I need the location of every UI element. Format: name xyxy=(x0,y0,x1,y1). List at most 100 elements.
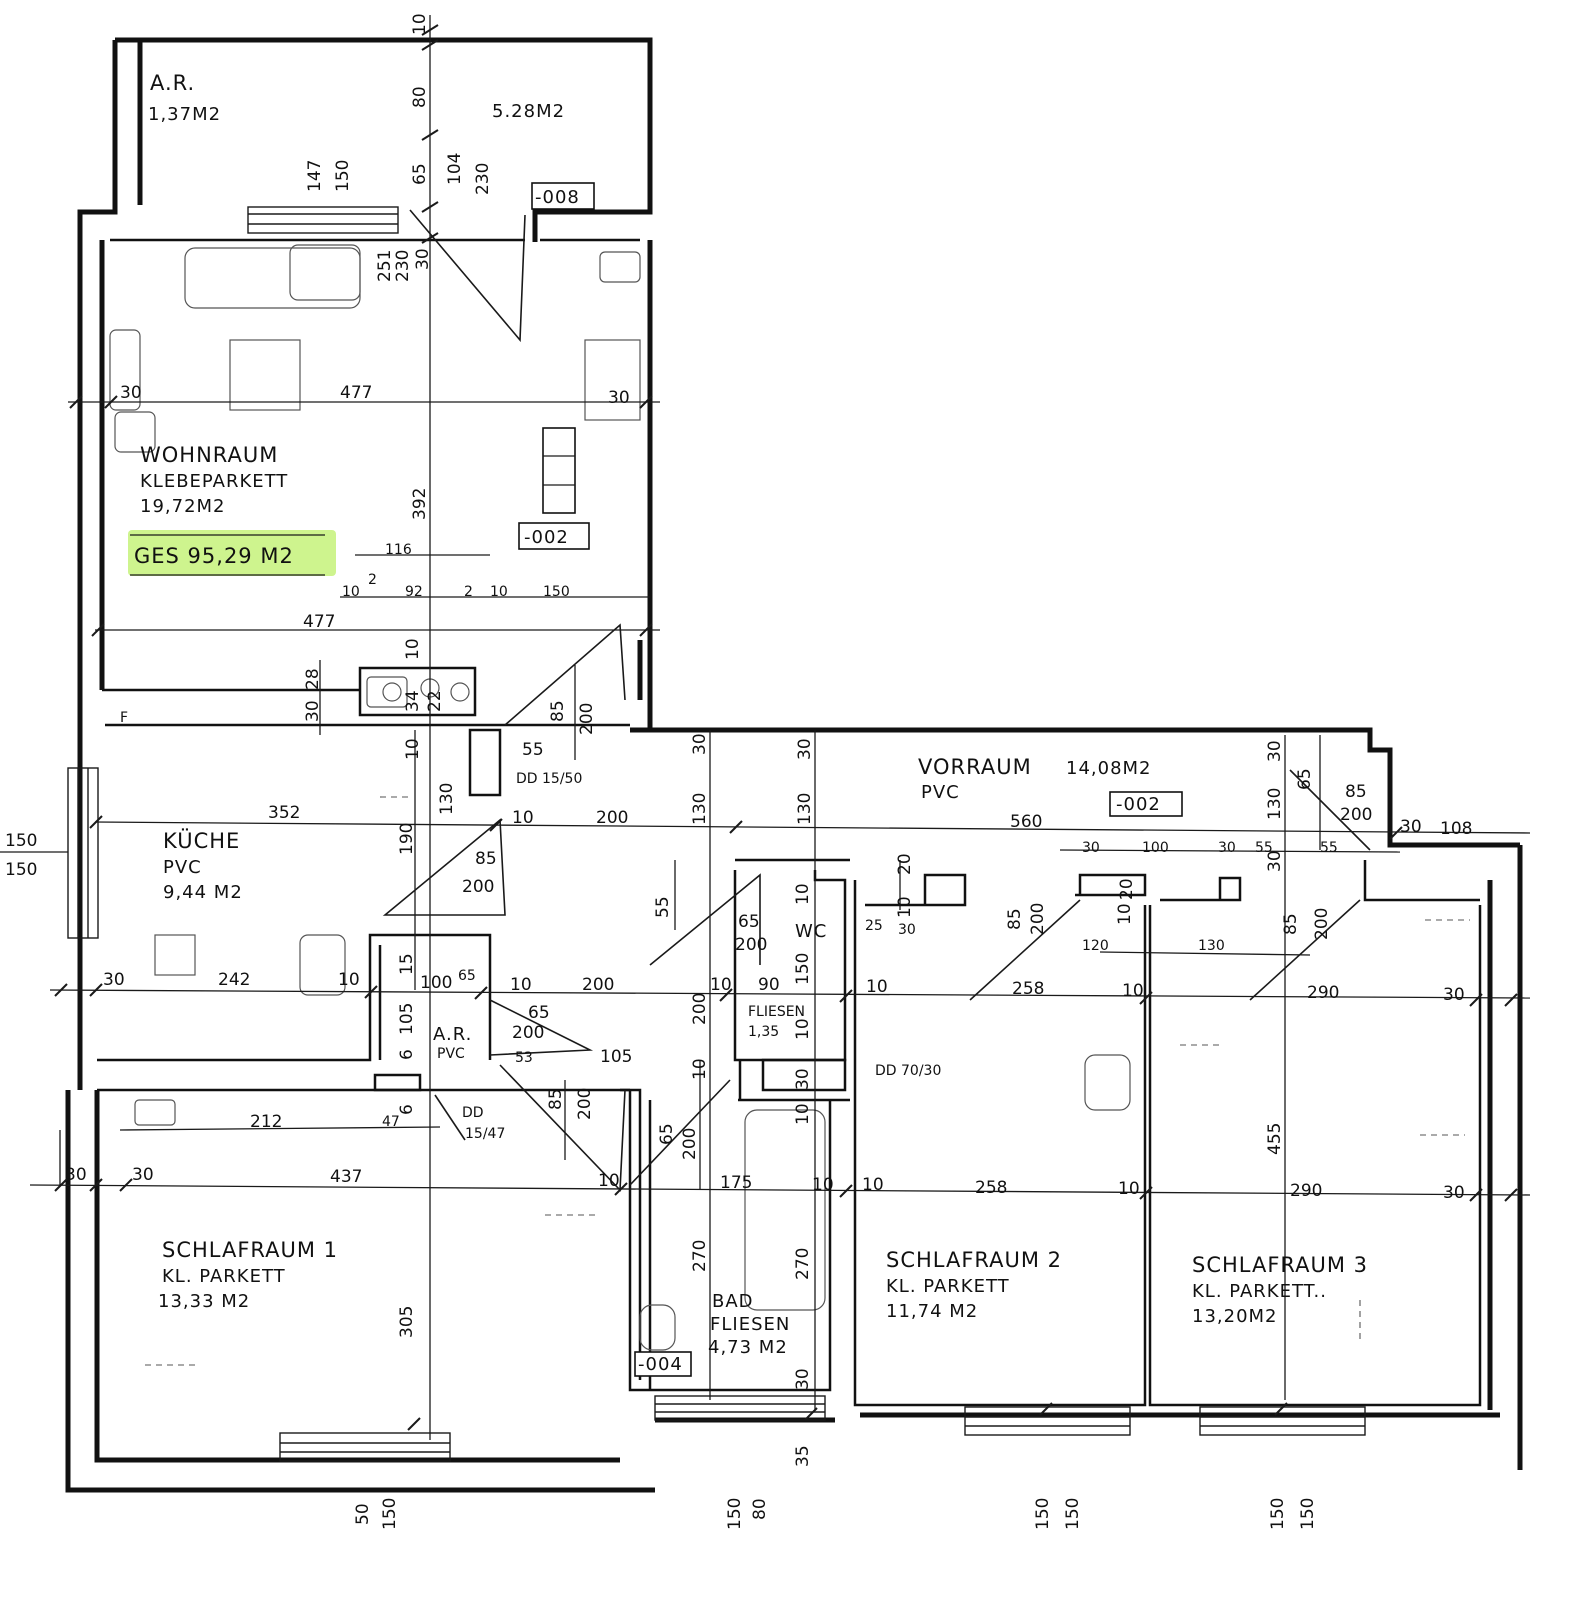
dimension-label: 270 xyxy=(690,1240,710,1272)
dimension-label: 150 xyxy=(333,160,353,192)
dimension-label: 30 xyxy=(898,922,916,938)
dimension-label: 30 xyxy=(1400,817,1422,837)
dimension-label: 34 xyxy=(403,690,423,712)
dimension-label: 2 xyxy=(464,584,473,600)
dimension-label: 55 xyxy=(653,896,673,918)
dimension-label: 100 xyxy=(420,973,452,993)
dimension-label: 20 xyxy=(895,853,915,875)
schlaf3-name: SCHLAFRAUM 3 xyxy=(1192,1253,1368,1277)
dimension-label: 120 xyxy=(1082,938,1109,954)
dimension-lines xyxy=(0,15,1531,1440)
dimension-label: 10 xyxy=(338,970,360,990)
dashed-elements xyxy=(145,796,1470,1366)
tag-002-a: -002 xyxy=(524,527,569,548)
dimension-label: 22 xyxy=(425,690,445,712)
ar-mid-floor: PVC xyxy=(437,1046,465,1062)
dimension-label: 30 xyxy=(1443,1183,1465,1203)
dimension-label: 352 xyxy=(268,803,300,823)
dimension-label: 251 xyxy=(375,250,395,282)
dimension-label: 30 xyxy=(120,383,142,403)
schlaf2-area: 11,74 M2 xyxy=(886,1301,978,1322)
dimension-label: 10 xyxy=(342,584,360,600)
dimension-label: 10 xyxy=(1115,903,1135,925)
dimension-label: 47 xyxy=(382,1114,400,1130)
dimension-label: 92 xyxy=(405,584,423,600)
wohnraum-floor: KLEBEPARKETT xyxy=(140,471,288,492)
dimension-label: 10 xyxy=(793,883,813,905)
dimension-label: 53 xyxy=(515,1050,533,1066)
dimension-label: 85 xyxy=(546,1088,566,1110)
dimension-label: 150 xyxy=(5,831,37,851)
wc-area: 1,35 xyxy=(748,1024,779,1040)
dimension-label: 30 xyxy=(1082,840,1100,856)
dimension-label: 2 xyxy=(368,572,377,588)
tag-004-box xyxy=(634,1351,692,1377)
doors xyxy=(382,209,1371,1192)
dimension-label: 10 xyxy=(862,1175,884,1195)
dimension-label: 130 xyxy=(795,793,815,825)
dimension-label: 55 xyxy=(1320,840,1338,856)
dimension-label: 30 xyxy=(795,738,815,760)
dimension-label: 30 xyxy=(793,1368,813,1390)
dimension-label: 212 xyxy=(250,1112,282,1132)
bad-area: 4,73 M2 xyxy=(708,1337,788,1358)
dimension-label: 105 xyxy=(600,1047,632,1067)
dimension-label: 55 xyxy=(522,740,544,760)
dimension-label: 30 xyxy=(1218,840,1236,856)
dimension-label: 150 xyxy=(1298,1498,1318,1530)
dimension-label: 437 xyxy=(330,1167,362,1187)
bad-name: BAD xyxy=(712,1291,754,1312)
symbol-f: F xyxy=(120,710,128,726)
dimension-label: 10 xyxy=(403,638,423,660)
dimension-label: 108 xyxy=(1440,819,1472,839)
dimension-label: 10 xyxy=(690,1058,710,1080)
dimension-label: 10 xyxy=(793,1018,813,1040)
dimension-label: 150 xyxy=(380,1498,400,1530)
dimension-label: 200 xyxy=(690,993,710,1025)
dimension-label: 242 xyxy=(218,970,250,990)
ar-mid-name: A.R. xyxy=(433,1024,472,1045)
dimension-label: 200 xyxy=(1340,805,1372,825)
dimension-label: 30 xyxy=(793,1068,813,1090)
vorraum-name: VORRAUM xyxy=(918,755,1032,779)
dimension-label: 10 xyxy=(403,738,423,760)
dimension-label: 258 xyxy=(1012,979,1044,999)
duct-dd1: DD 15/50 xyxy=(516,771,582,787)
dimension-label: 65 xyxy=(528,1003,550,1023)
dimension-label: 100 xyxy=(1142,840,1169,856)
dimension-label: 10 xyxy=(512,808,534,828)
dimension-label: 30 xyxy=(608,388,630,408)
dimension-label: 150 xyxy=(543,584,570,600)
dimension-label: 10 xyxy=(812,1175,834,1195)
schlaf2-name: SCHLAFRAUM 2 xyxy=(886,1248,1062,1272)
dimension-label: 116 xyxy=(385,542,412,558)
vorraum-floor: PVC xyxy=(921,782,960,803)
dimension-label: 150 xyxy=(1033,1498,1053,1530)
dimension-label: 65 xyxy=(657,1123,677,1145)
dimension-label: 30 xyxy=(690,733,710,755)
tag-004: -004 xyxy=(638,1354,683,1375)
dimension-label: 85 xyxy=(1281,913,1301,935)
dimension-label: 392 xyxy=(410,488,430,520)
dimension-label: 270 xyxy=(793,1248,813,1280)
dimension-label: 65 xyxy=(1295,768,1315,790)
whg-box xyxy=(542,427,576,514)
dimension-label: 55 xyxy=(1255,840,1273,856)
schlaf1-name: SCHLAFRAUM 1 xyxy=(162,1238,338,1262)
dimension-label: 10 xyxy=(490,584,508,600)
dimension-label: 200 xyxy=(582,975,614,995)
furniture xyxy=(109,244,1131,1351)
wohnraum-area: 19,72M2 xyxy=(140,496,226,517)
dimension-label: 147 xyxy=(305,160,325,192)
dimension-label: 200 xyxy=(462,877,494,897)
schlaf3-area: 13,20M2 xyxy=(1192,1306,1278,1327)
ar-top-area: 1,37M2 xyxy=(148,104,221,125)
dimension-label: 104 xyxy=(445,153,465,185)
dimension-label: 30 xyxy=(1265,740,1285,762)
dimension-label: 10 xyxy=(895,896,915,918)
dimension-label: 15 xyxy=(397,953,417,975)
dimension-label: 130 xyxy=(1265,788,1285,820)
dimension-label: 10 xyxy=(410,13,430,35)
dimension-label: 65 xyxy=(410,163,430,185)
